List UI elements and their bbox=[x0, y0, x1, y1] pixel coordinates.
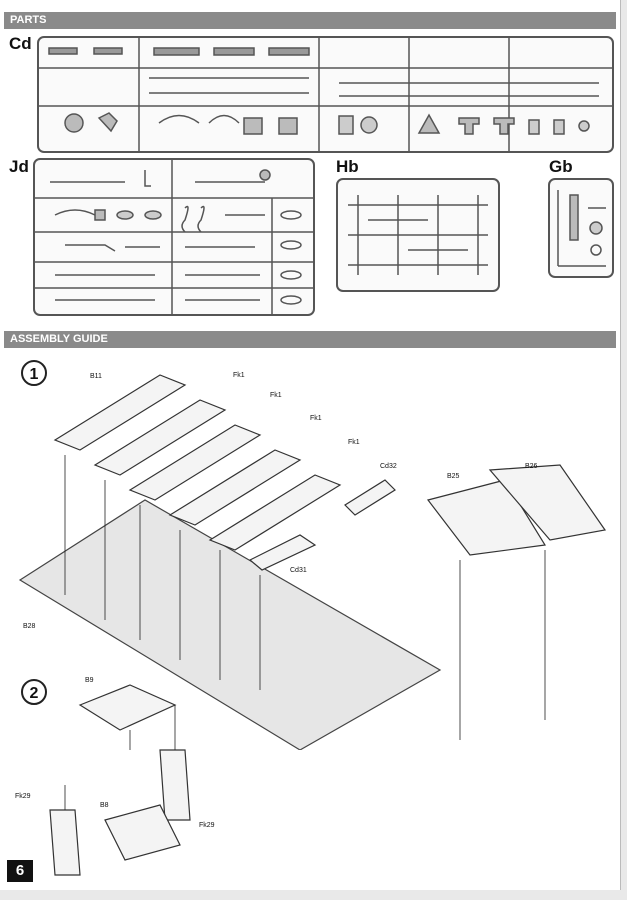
callout-fk1-d: Fk1 bbox=[348, 439, 360, 446]
suspension-arm-2 bbox=[93, 399, 227, 476]
instruction-page: PARTS Cd Jd Hb Gb bbox=[0, 0, 621, 890]
sprue-gb-parts bbox=[557, 190, 606, 267]
part-b9-shape bbox=[78, 684, 177, 731]
part-b26-shape bbox=[488, 464, 607, 541]
callout-cd32: Cd32 bbox=[380, 463, 397, 470]
sprue-gb-frame bbox=[548, 178, 614, 278]
callout-b28: B28 bbox=[23, 623, 36, 630]
sprue-cd-frame bbox=[37, 36, 614, 153]
step-1-diagram: B11 Fk1 Fk1 Fk1 Fk1 Cd32 B25 B26 Cd31 B2… bbox=[18, 372, 607, 750]
sprue-label-gb: Gb bbox=[549, 157, 573, 176]
callout-b11: B11 bbox=[90, 373, 102, 380]
callout-fk1-b: Fk1 bbox=[270, 392, 282, 399]
callout-b8: B8 bbox=[100, 802, 109, 809]
page-number: 6 bbox=[7, 860, 33, 882]
sprue-hb-frame bbox=[336, 178, 500, 292]
callout-b25: B25 bbox=[447, 473, 460, 480]
suspension-arm-5 bbox=[208, 474, 342, 551]
sprue-cd-parts bbox=[39, 38, 612, 151]
callout-b26: B26 bbox=[525, 463, 538, 470]
callout-fk1-c: Fk1 bbox=[310, 415, 322, 422]
sprue-label-cd: Cd bbox=[9, 34, 32, 53]
sprue-jd-frame bbox=[33, 158, 315, 316]
part-b8-shape bbox=[104, 804, 181, 861]
callout-fk1-a: Fk1 bbox=[233, 372, 245, 379]
suspension-arm-1 bbox=[53, 374, 187, 451]
callout-fk29-left: Fk29 bbox=[15, 793, 31, 800]
part-cd32-shape bbox=[344, 479, 396, 516]
sprue-hb-parts bbox=[348, 195, 488, 275]
sprue-label-jd: Jd bbox=[9, 157, 29, 176]
step-1-badge: 1 bbox=[21, 360, 47, 386]
step-2-diagram: B9 Fk29 Fk29 B8 bbox=[15, 677, 215, 876]
part-fk29-left-shape bbox=[49, 809, 81, 876]
callout-fk29-right: Fk29 bbox=[199, 822, 215, 829]
sprue-jd-parts bbox=[35, 160, 313, 314]
part-fk29-right-shape bbox=[159, 749, 191, 821]
assembly-header: ASSEMBLY GUIDE bbox=[4, 331, 616, 348]
parts-header: PARTS bbox=[4, 12, 616, 29]
callout-b9: B9 bbox=[85, 677, 94, 684]
hull-floor-plate bbox=[18, 499, 442, 750]
step-2-badge: 2 bbox=[21, 679, 47, 705]
sprue-label-hb: Hb bbox=[336, 157, 359, 176]
suspension-arm-3 bbox=[128, 424, 262, 501]
part-cd31-shape bbox=[248, 534, 317, 571]
suspension-arm-4 bbox=[168, 449, 302, 526]
callout-cd31: Cd31 bbox=[290, 567, 307, 574]
